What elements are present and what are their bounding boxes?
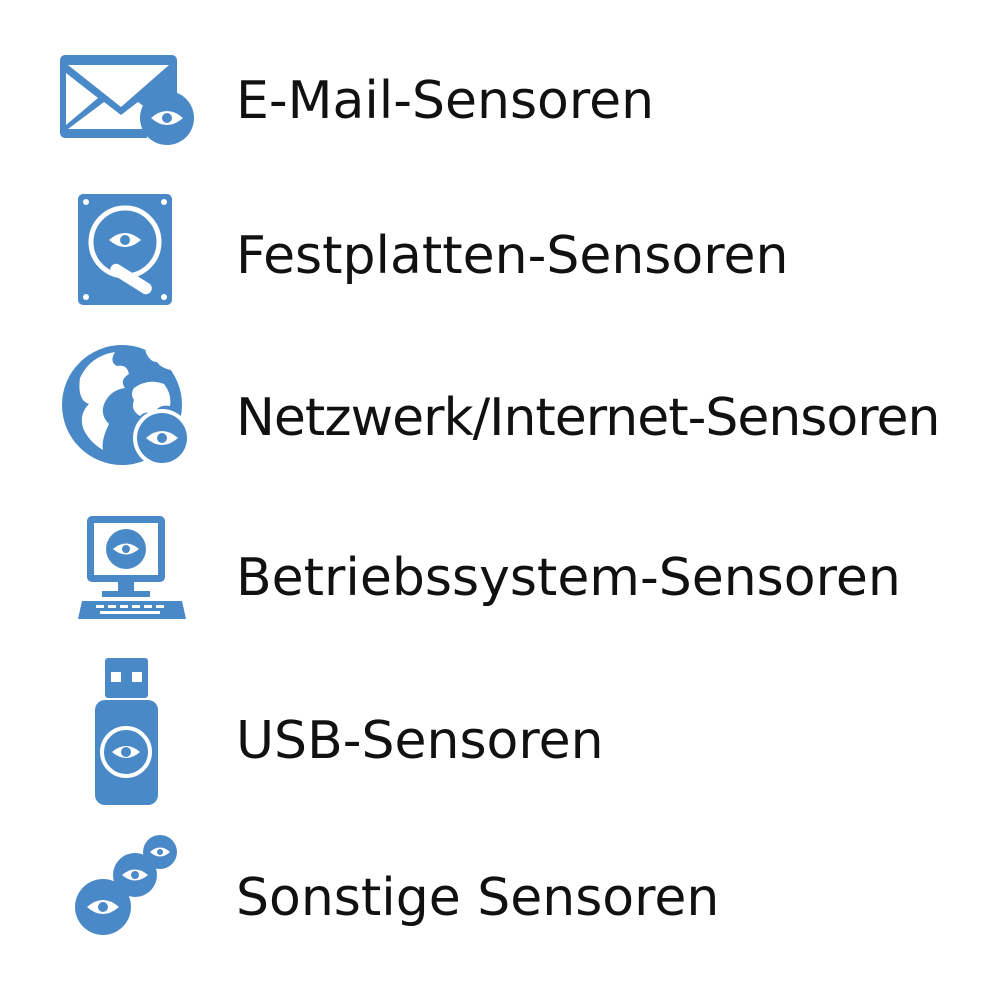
item-label: USB-Sensoren [236, 711, 604, 771]
list-item-other: Sonstige Sensoren [0, 828, 1000, 978]
list-item-os: Betriebssystem-Sensoren [0, 498, 1000, 648]
multi-eye-icon [50, 828, 200, 978]
globe-eye-icon [50, 338, 200, 488]
item-label: E-Mail-Sensoren [236, 71, 655, 131]
list-item-email: E-Mail-Sensoren [0, 25, 1000, 175]
harddisk-eye-icon [50, 180, 200, 330]
list-item-harddisk: Festplatten-Sensoren [0, 180, 1000, 330]
item-label: Festplatten-Sensoren [236, 226, 789, 286]
email-eye-icon [50, 25, 200, 175]
item-label: Betriebssystem-Sensoren [236, 548, 901, 608]
usb-stick-eye-icon [50, 655, 200, 805]
item-label: Netzwerk/Internet-Sensoren [236, 388, 940, 448]
list-item-usb: USB-Sensoren [0, 655, 1000, 805]
item-label: Sonstige Sensoren [236, 868, 720, 928]
list-item-network: Netzwerk/Internet-Sensoren [0, 338, 1000, 488]
computer-eye-icon [50, 498, 200, 648]
